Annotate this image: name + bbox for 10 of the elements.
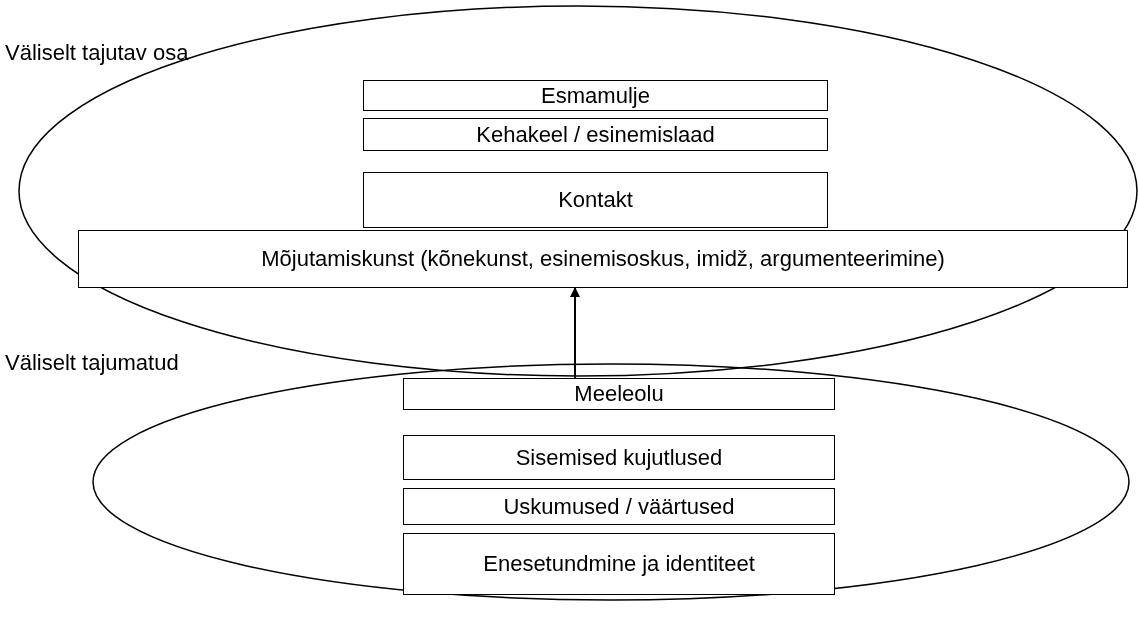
text-box: Kehakeel / esinemislaad <box>363 118 828 151</box>
text-box: Esmamulje <box>363 80 828 111</box>
text-box: Enesetundmine ja identiteet <box>403 533 835 595</box>
text-box: Kontakt <box>363 172 828 228</box>
text-box: Meeleolu <box>403 378 835 410</box>
region-label: Väliselt tajumatud <box>5 350 179 376</box>
text-box: Uskumused / väärtused <box>403 488 835 525</box>
text-box: Sisemised kujutlused <box>403 435 835 480</box>
region-label: Väliselt tajutav osa <box>5 40 189 66</box>
arrow <box>570 287 580 379</box>
